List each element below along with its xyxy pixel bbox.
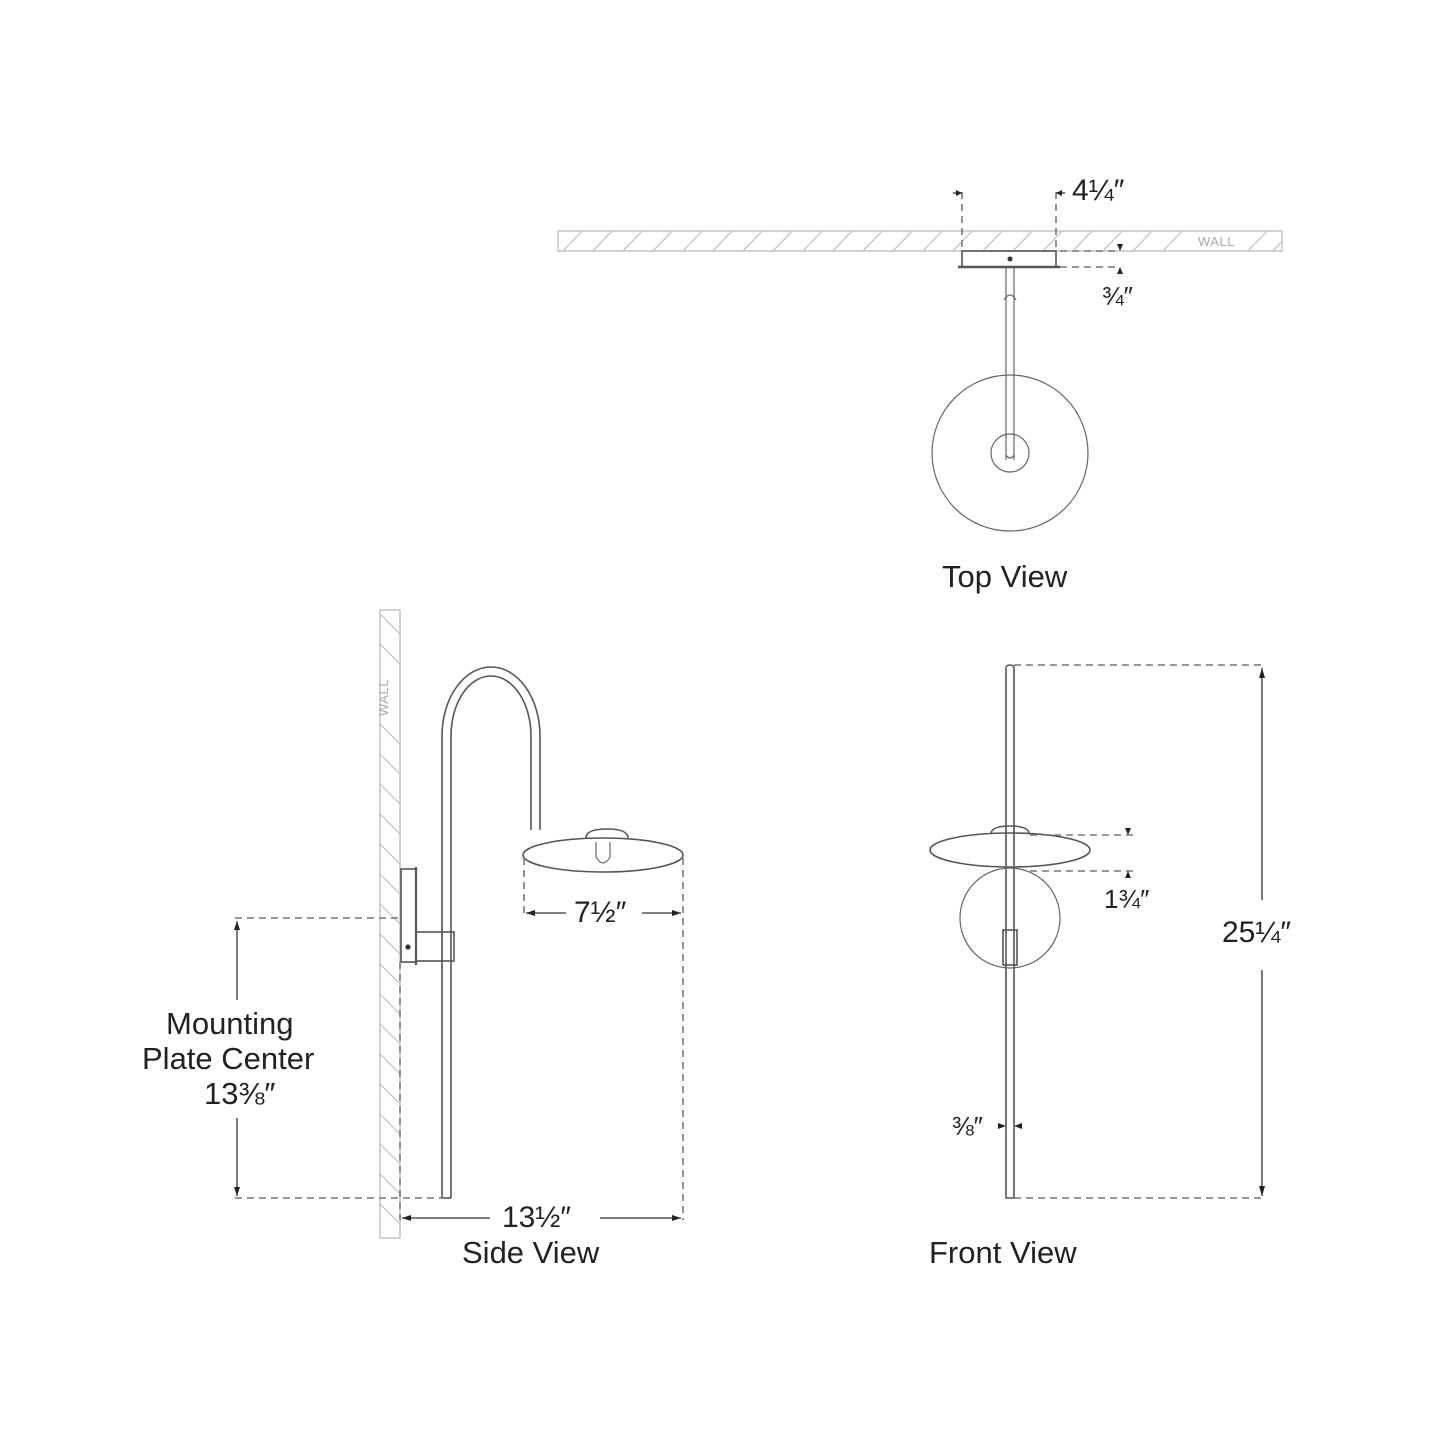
top-view-fixture <box>931 250 1089 532</box>
shade-diameter-dimension: 7½″ <box>574 896 627 929</box>
top-view-wall <box>557 230 1283 252</box>
top-view-dimensions <box>953 190 1123 274</box>
side-view-fixture <box>400 666 684 1199</box>
top-plate-depth-dimension: ¾″ <box>1102 281 1133 311</box>
front-view-dimensions <box>998 664 1266 1199</box>
top-view-title: Top View <box>942 559 1068 594</box>
top-plate-width-dimension: 4¼″ <box>1072 174 1125 207</box>
rod-diameter-dimension: ⅜″ <box>952 1111 983 1141</box>
mounting-label-line1: Mounting <box>166 1006 294 1041</box>
front-view-fixture <box>929 664 1091 1199</box>
side-wall-label: WALL <box>376 679 391 716</box>
side-view-dimensions <box>234 858 684 1221</box>
side-view-wall <box>379 609 401 1239</box>
side-view-title: Side View <box>462 1235 600 1270</box>
extension-dimension: 13½″ <box>502 1201 572 1234</box>
top-wall-label: WALL <box>1198 234 1235 249</box>
overall-height-dimension: 25¼″ <box>1222 916 1292 949</box>
mounting-label-line2: Plate Center <box>142 1041 315 1076</box>
front-view-title: Front View <box>929 1235 1077 1270</box>
shade-height-dimension: 1¾″ <box>1104 884 1150 914</box>
mounting-height-dimension: 13⅜″ <box>204 1076 276 1111</box>
